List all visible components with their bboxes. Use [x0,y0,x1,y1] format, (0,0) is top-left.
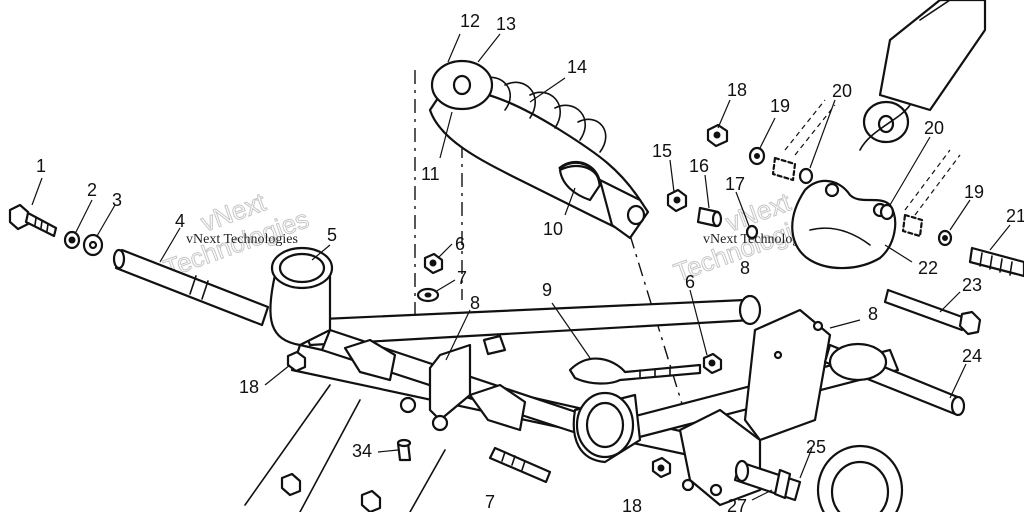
sleeve-4 [112,248,270,327]
callout-23: 23 [962,275,982,295]
callout-22: 22 [918,258,938,278]
watermark-small-text: vNext Technologies [186,232,298,247]
bolt-21 [968,246,1024,278]
callout-15: 15 [652,141,672,161]
nut-18-top [706,123,729,148]
callout-8-right: 8 [868,304,878,324]
callout-4: 4 [175,211,185,231]
bracket-22 [791,179,897,270]
callout-1: 1 [36,156,46,176]
bolt-23 [883,288,982,336]
washer-3 [82,233,104,257]
callout-21: 21 [1006,206,1024,226]
pin-9 [568,357,702,385]
callout-6-center: 6 [455,234,465,254]
callout-20-right: 20 [924,118,944,138]
callout-14: 14 [567,57,587,77]
callout-5: 5 [327,225,337,245]
callout-27: 27 [727,496,747,512]
callout-19-right: 19 [964,182,984,202]
frame-bracket-left [343,338,527,432]
callout-9: 9 [542,280,552,300]
callout-24: 24 [962,346,982,366]
wheel-25 [816,444,904,512]
callout-7-lower: 7 [485,492,495,512]
callout-17: 17 [725,174,745,194]
callout-18-left: 18 [239,377,259,397]
hardware-bottom-left [244,384,446,512]
bolt-7-lower [488,446,552,484]
shock-upper-right [859,0,987,151]
nut-6-center [423,252,444,275]
callout-8-upper-right: 8 [740,258,750,278]
callout-34: 34 [352,441,372,461]
bushing-20-top [771,156,814,185]
washer-19-right [937,229,953,247]
callout-20-top: 20 [832,81,852,101]
washer-2 [63,230,81,250]
shaft-24 [823,342,966,417]
nut-15 [666,188,688,213]
watermark-small-text: vNext Technologies [703,232,815,247]
spacer-27 [733,459,802,502]
bolt-34 [396,438,412,462]
tube-rear [572,391,642,464]
washer-7-center [416,287,440,303]
callout-25: 25 [806,437,826,457]
callout-12: 12 [460,11,480,31]
washer-19-top [748,146,766,166]
callout-6-right: 6 [685,272,695,292]
washer-17 [745,224,759,240]
pin-small-center [482,334,507,356]
spacer-16 [696,206,723,228]
callout-18-bottom: 18 [622,496,642,512]
callout-10: 10 [543,219,563,239]
callout-13: 13 [496,14,516,34]
callout-18-top: 18 [727,80,747,100]
nut-18-left [286,350,307,373]
callout-labels: 1 2 3 4 5 6 6 7 7 8 8 8 9 10 11 12 13 14… [36,11,1024,512]
callout-11: 11 [421,164,440,184]
callout-16: 16 [689,156,709,176]
nut-18-bottom [651,456,672,479]
shock-absorber [428,59,650,240]
callout-7-center: 7 [457,268,467,288]
nut-6-right [702,352,723,375]
plate-8-center [399,343,472,432]
callout-8-center: 8 [470,293,480,313]
bushing-20-right [879,203,924,238]
bolt-1 [8,203,58,238]
tube-5 [269,246,334,347]
plate-right [743,308,832,442]
callout-3: 3 [112,190,122,210]
callout-2: 2 [87,180,97,200]
callout-19-top: 19 [770,96,790,116]
leader-lines [31,33,1011,501]
